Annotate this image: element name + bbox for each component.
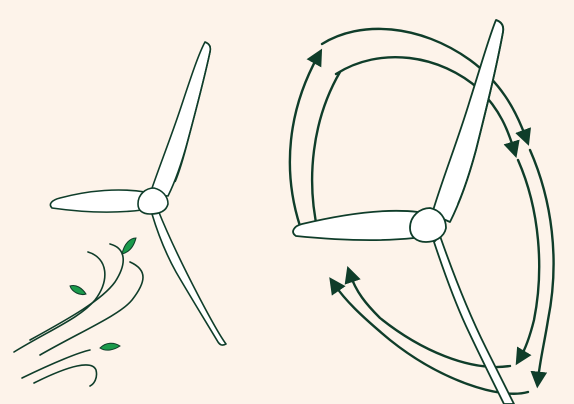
- wind-turbine-icon: [50, 42, 226, 345]
- wind-turbine-rotating-icon: [293, 20, 514, 404]
- wind-gust-icon: [14, 244, 143, 386]
